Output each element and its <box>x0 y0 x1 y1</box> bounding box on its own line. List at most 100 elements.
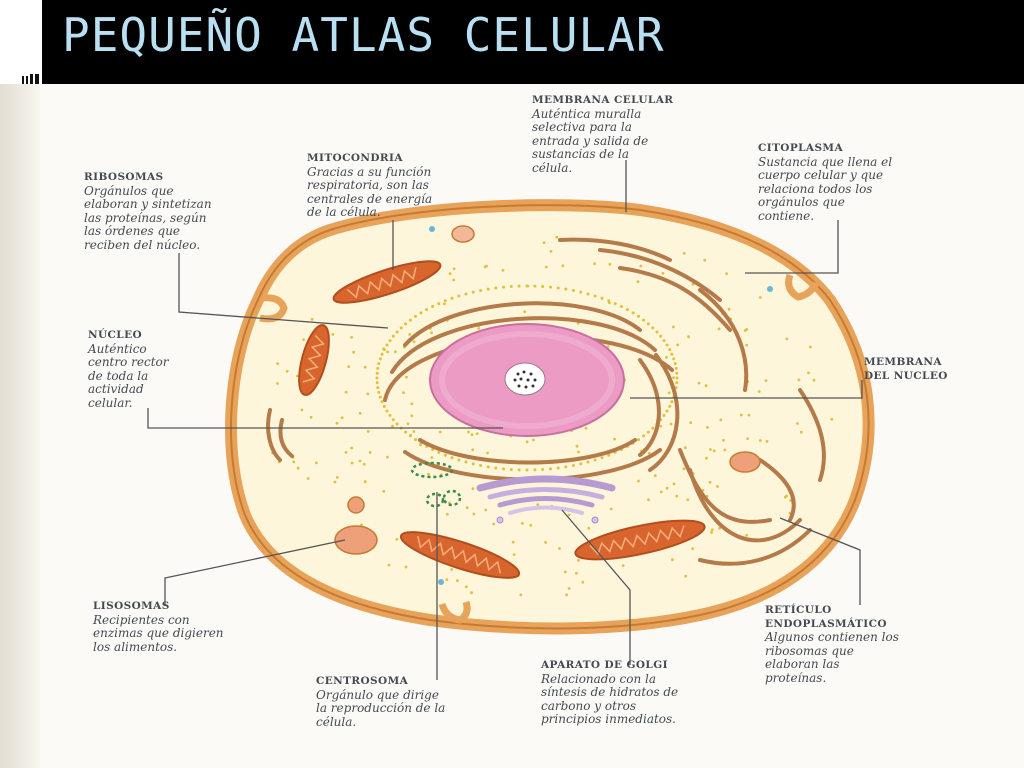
label-reticulo-desc: Algunos contienen los ribosomas que elab… <box>765 630 899 685</box>
ribosome-dot <box>718 526 721 530</box>
mitochondria-group <box>298 260 706 579</box>
ribosome-dot <box>642 434 646 438</box>
ribosome-dot <box>456 579 459 583</box>
ribosome-dot <box>382 348 386 352</box>
ribosome-dot <box>529 523 533 527</box>
ribosome-dot <box>542 241 546 245</box>
ribosome-dot <box>442 302 446 306</box>
book-page-edge <box>0 84 40 768</box>
ribosome-dot <box>464 460 468 464</box>
ribosome-dot <box>549 467 552 471</box>
ribosome-dot <box>653 474 657 477</box>
label-ribosomas-title: RIBOSOMAS <box>84 171 164 183</box>
ribosome-dot <box>347 365 351 368</box>
ribosome-dot <box>549 250 553 253</box>
ribosome-dot <box>665 409 669 413</box>
ribosome-dot <box>344 451 348 454</box>
ribosome-dot <box>509 468 513 471</box>
ribosome-dot <box>672 482 676 486</box>
ribosome-dot <box>637 479 640 483</box>
ribosome-dot <box>670 400 674 404</box>
ribosome-dot <box>717 327 721 331</box>
ribosome-dot <box>636 280 640 284</box>
ribosome-dot <box>350 335 353 339</box>
ribosome-dot <box>483 265 487 269</box>
ribosome-dot <box>586 460 590 464</box>
ribosome-dot <box>673 362 677 366</box>
ribosome-dot <box>672 357 676 361</box>
ribosome-dot <box>464 292 468 296</box>
ribosome-dot <box>452 267 456 271</box>
ribosome-dot <box>759 439 762 442</box>
ribosome-dot <box>682 252 686 255</box>
ribosome-dot <box>395 330 399 334</box>
ribosome-dot <box>521 522 524 525</box>
ribosome-dot <box>725 272 728 275</box>
ribosome-dot <box>376 386 380 390</box>
ribosome-dot <box>472 512 476 516</box>
label-membrana-nucleo-title: MEMBRANA DEL NUCLEO <box>864 356 948 382</box>
ribosome-dot <box>333 480 337 484</box>
ribosome-dot <box>377 390 381 394</box>
ribosome-dot <box>378 395 382 399</box>
ribosome-dot <box>719 418 723 422</box>
ribosome-dot <box>457 294 461 298</box>
ribosome-dot <box>691 282 695 286</box>
ribosome-dot <box>350 461 354 465</box>
ribosome-dot <box>747 413 751 417</box>
ribosome-dot <box>533 468 537 472</box>
ribosome-dot <box>647 498 650 502</box>
ribosome-dot <box>600 296 604 300</box>
ribosome-dot <box>486 287 490 291</box>
ribosome-dot <box>276 362 280 365</box>
ribosome-dot <box>525 440 529 444</box>
ribosome-dot <box>414 314 417 318</box>
ribosome-dot <box>486 451 489 455</box>
ribosome-dot <box>388 413 392 417</box>
ribosome-dot <box>375 371 379 375</box>
ribosome-dot <box>631 311 635 315</box>
ribosome-dot <box>443 453 447 457</box>
ribosome-dot <box>523 310 527 314</box>
label-membrana-celular: MEMBRANA CELULAR Auténtica muralla selec… <box>532 94 673 175</box>
label-citoplasma-desc: Sustancia que llena el cuerpo celular y … <box>758 154 893 223</box>
ribosome-dot <box>467 430 470 434</box>
ribosome-dot <box>575 571 578 575</box>
ribosome-dot <box>362 462 366 466</box>
label-nucleo: NÚCLEO Auténtico centro rector de toda l… <box>88 329 169 410</box>
ribosome-dot <box>471 290 475 294</box>
ribosome-dot <box>668 404 672 408</box>
ribosome-dot <box>410 402 414 406</box>
ribosome-dot <box>672 325 675 329</box>
ribosome-dot <box>579 462 583 466</box>
slide-title: PEQUEÑO ATLAS CELULAR <box>62 8 665 62</box>
ribosome-dot <box>382 489 386 493</box>
ribosome-dot <box>386 455 389 459</box>
ribosome-dot <box>352 350 355 354</box>
ribosome-dot <box>438 430 442 434</box>
ribosome-dot <box>430 331 433 335</box>
ribosome-dot <box>712 449 716 453</box>
ribosome-dot <box>575 444 579 448</box>
ribosome-dot <box>517 468 521 472</box>
ribosome-dot <box>406 422 410 426</box>
ribosome-dot <box>445 512 449 516</box>
ribosome-dot <box>385 343 389 347</box>
ribosome-dot <box>484 508 488 512</box>
label-membrana-nucleo: MEMBRANA DEL NUCLEO <box>864 356 948 383</box>
ribosome-dot <box>704 384 708 388</box>
ribosome-dot <box>512 553 516 556</box>
ribosome-dot <box>309 415 313 419</box>
ribosome-dot <box>764 379 768 382</box>
ribosome-dot <box>408 318 412 322</box>
ribosome-dot <box>431 305 435 308</box>
ribosome-dot <box>646 322 650 326</box>
ribosome-dot <box>799 430 803 434</box>
ribosome-dot <box>607 299 611 303</box>
ribosome-dot <box>385 409 389 413</box>
ribosome-dot <box>375 381 379 385</box>
ribosome-dot <box>556 466 560 470</box>
lysosomes <box>334 225 761 555</box>
ribosome-dot <box>607 453 611 457</box>
ribosome-dot <box>452 278 455 282</box>
